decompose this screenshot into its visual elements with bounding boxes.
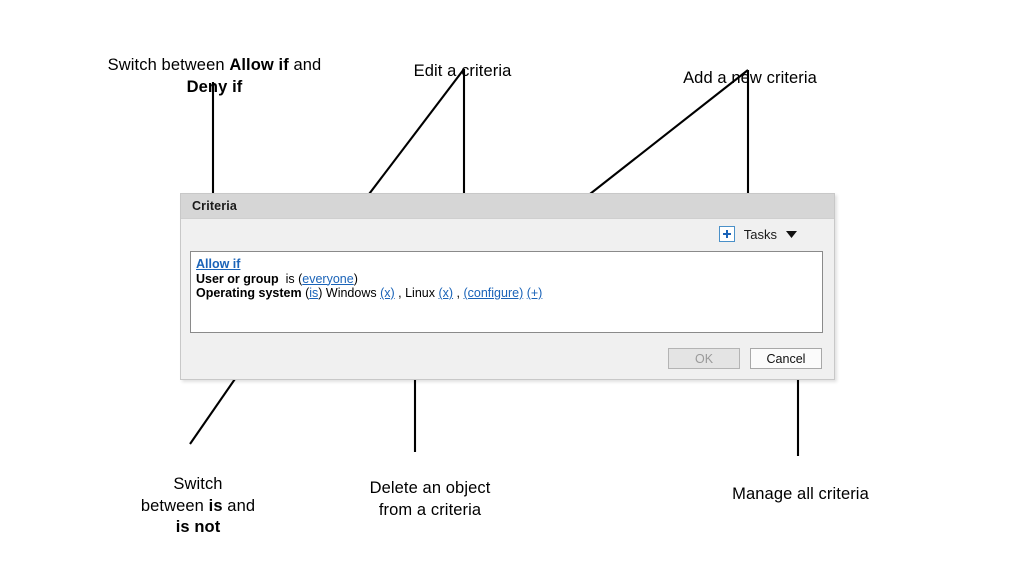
annotation-switch-allow-deny-pre: Switch between [107,55,230,74]
criteria-operator-is-link[interactable]: is [309,286,319,300]
dialog-toolbar: Tasks [181,219,834,249]
annotation-switch-allow-deny-mid: and [288,55,322,74]
chevron-down-icon [786,225,797,243]
annotation-delete-line1: Delete an object [369,478,491,497]
dialog-titlebar: Criteria [181,194,834,219]
criteria-value-windows: Windows [325,286,377,300]
criteria-operator-user-or-group: is [285,271,295,286]
annotation-delete-an-object: Delete an object from a criteria [340,456,520,521]
annotation-switch-is-mid: and [222,496,256,515]
allow-if-link[interactable]: Allow if [196,257,241,271]
annotation-edit-a-criteria-text: Edit a criteria [413,61,512,80]
criteria-value-linux: Linux [405,286,435,300]
tasks-menu-button[interactable]: Tasks [744,225,797,243]
annotation-switch-is-bold-is: is [208,496,223,515]
annotation-delete-line2: from a criteria [378,500,482,519]
annotation-switch-allow-deny-bold-deny: Deny if [186,77,243,96]
criteria-label-user-or-group: User or group [196,271,279,286]
page-title: Criteria [192,199,237,213]
annotation-add-a-new-criteria-text: Add a new criteria [683,68,817,87]
annotation-switch-is-bold-isnot: is not [175,518,221,537]
add-value-link[interactable]: (+) [526,286,543,300]
cancel-button[interactable]: Cancel [750,348,822,369]
table-row: User or group is (everyone) [196,271,358,286]
remove-windows-link[interactable]: (x) [380,286,395,300]
criteria-dialog: Criteria Tasks Allow if User or group is… [180,193,835,380]
criteria-list-panel[interactable]: Allow if User or group is (everyone) Ope… [190,251,823,333]
annotation-edit-a-criteria: Edit a criteria [380,39,545,83]
criteria-value-everyone-link[interactable]: everyone [302,271,354,286]
annotation-switch-is-pre: between [140,496,209,515]
table-row: Operating system (is) Windows (x) , Linu… [196,286,543,300]
annotation-switch-allow-deny-bold-allow: Allow if [229,55,289,74]
annotation-manage-all-criteria-text: Manage all criteria [732,484,869,503]
plus-icon[interactable] [718,226,735,242]
ok-button[interactable]: OK [668,348,740,369]
tasks-menu-label: Tasks [743,226,777,242]
annotation-switch-is-line1: Switch [173,474,223,493]
annotation-add-a-new-criteria: Add a new criteria [655,46,845,90]
criteria-mode-row: Allow if [196,257,822,272]
remove-linux-link[interactable]: (x) [438,286,454,300]
criteria-label-operating-system: Operating system [196,286,302,300]
dialog-button-row: OK Cancel [668,348,822,369]
configure-link[interactable]: (configure) [463,286,524,300]
annotation-manage-all-criteria: Manage all criteria [708,462,893,506]
